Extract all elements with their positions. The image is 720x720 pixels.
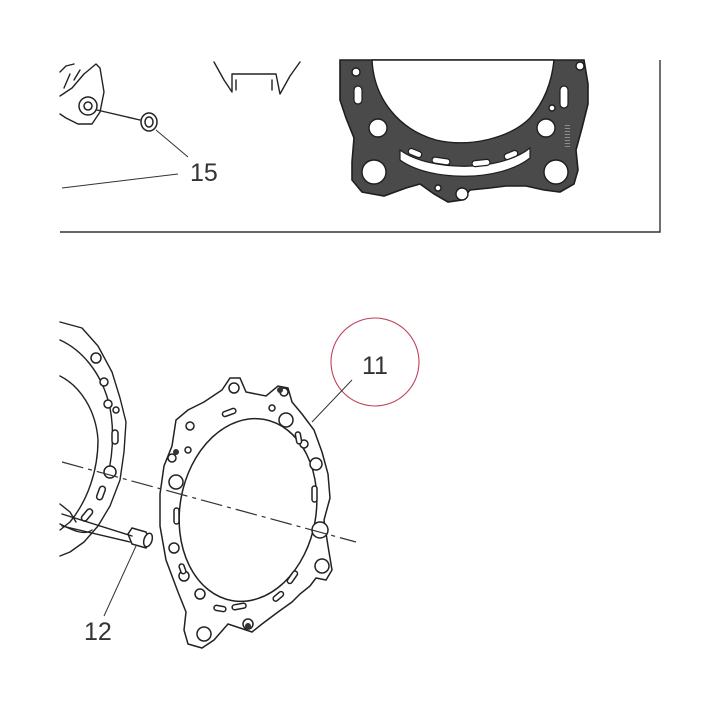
housing-fragment bbox=[59, 63, 105, 125]
gasket-11-bore bbox=[178, 417, 318, 603]
leader-line-12 bbox=[103, 545, 137, 617]
washer-part-15 bbox=[96, 109, 158, 132]
callout-12: 12 bbox=[84, 618, 112, 646]
gasket-bore bbox=[371, 59, 555, 144]
callout-15: 15 bbox=[190, 159, 218, 187]
center-axis-line bbox=[61, 461, 357, 543]
leader-line-15 bbox=[155, 129, 189, 158]
head-gasket-top-view: |||||||| bbox=[339, 59, 589, 203]
inset-frame bbox=[60, 60, 661, 233]
callout-11-highlight-circle bbox=[330, 317, 420, 407]
main-exploded-view: 12 bbox=[59, 317, 420, 649]
cylinder-fragment bbox=[59, 321, 127, 557]
top-inset-panel: 15 ||| bbox=[59, 59, 661, 233]
callout-11: 11 bbox=[362, 352, 388, 380]
gasket-part-11 bbox=[159, 377, 333, 649]
reference-line bbox=[61, 173, 179, 189]
dowel-part-12 bbox=[61, 513, 154, 549]
svg-text:||||||||: |||||||| bbox=[564, 124, 570, 148]
leader-line-11 bbox=[311, 379, 353, 423]
bracket-fragment bbox=[213, 61, 301, 95]
